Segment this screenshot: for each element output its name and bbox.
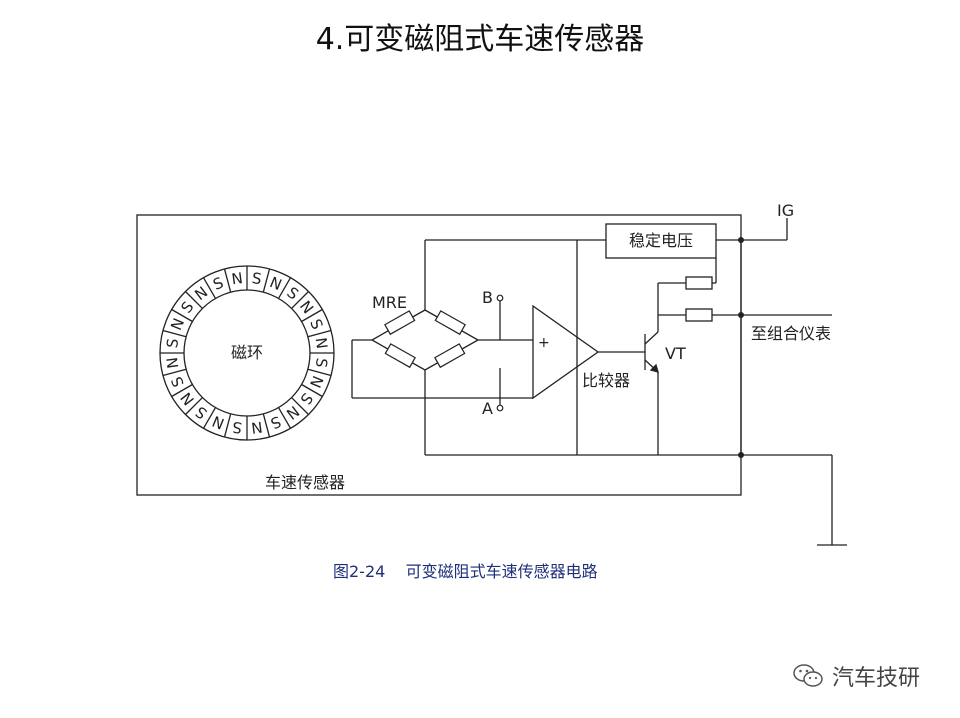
ring-divider: [162, 329, 187, 338]
ring-divider: [307, 368, 332, 377]
regulator-box: [605, 223, 717, 259]
ring-divider: [262, 268, 271, 293]
ring-divider: [171, 308, 193, 323]
terminal-a-label: A: [482, 399, 493, 418]
regulator-label: 稳定电压: [629, 231, 693, 250]
watermark-text: 汽车技研: [832, 666, 921, 691]
ring-divider: [277, 407, 292, 429]
ring-divider: [277, 277, 292, 299]
comparator-label: 比较器: [582, 371, 630, 390]
ring-segment-letter: S: [268, 412, 284, 432]
ring-divider: [291, 291, 309, 309]
ring-segment-letter: N: [163, 356, 182, 369]
comparator-sign: +: [538, 335, 550, 351]
watermark: 汽车技研: [792, 660, 920, 692]
ring-segment-letter: S: [251, 269, 263, 288]
ring-segment-letter: S: [168, 374, 188, 390]
ring-divider: [202, 277, 217, 299]
ring-segment-letter: N: [312, 336, 331, 349]
mre-label: MRE: [372, 293, 407, 312]
terminal-b-label: B: [482, 288, 493, 307]
ring-divider: [291, 397, 309, 415]
mre-bridge: [370, 309, 480, 371]
ring-segment-letter: N: [167, 316, 188, 333]
ring-segment-letter: S: [306, 316, 326, 332]
resistor-pullup: [685, 276, 713, 290]
ring-segment-letter: S: [163, 337, 182, 349]
ring-divider: [171, 383, 193, 398]
ring-divider: [301, 308, 323, 323]
ring-divider: [162, 368, 187, 377]
output-label: 至组合仪表: [751, 324, 831, 343]
page-title: 4.可变磁阻式车速传感器: [315, 22, 645, 57]
ring-segment-letter: N: [306, 373, 327, 390]
ig-label: IG: [777, 201, 794, 220]
ring-segment-letter: N: [210, 412, 227, 433]
ring-segment-letter: S: [312, 357, 331, 369]
ring-segment-letter: S: [231, 418, 243, 437]
ring-segment-letter: S: [210, 274, 226, 294]
ring-divider: [185, 397, 203, 415]
ring-segment-letter: N: [250, 418, 263, 437]
comparator: [532, 304, 600, 400]
terminal-b-dot: [496, 294, 504, 302]
ring-divider: [223, 268, 232, 293]
resistor-output: [685, 308, 713, 322]
sensor-label: 车速传感器: [265, 473, 345, 492]
ring-divider: [307, 329, 332, 338]
ring-label: 磁环: [231, 343, 263, 362]
ring-divider: [202, 407, 217, 429]
ring-divider: [301, 383, 323, 398]
ring-segment-letter: N: [230, 269, 243, 288]
ring-divider: [262, 413, 271, 438]
figure-caption: 图2-24 可变磁阻式车速传感器电路: [333, 562, 598, 581]
ring-divider: [223, 413, 232, 438]
transistor-label: VT: [665, 344, 686, 363]
ring-segment-letter: N: [267, 273, 284, 294]
wechat-icon: [793, 664, 823, 687]
ring-divider: [185, 291, 203, 309]
terminal-a-dot: [496, 404, 504, 412]
